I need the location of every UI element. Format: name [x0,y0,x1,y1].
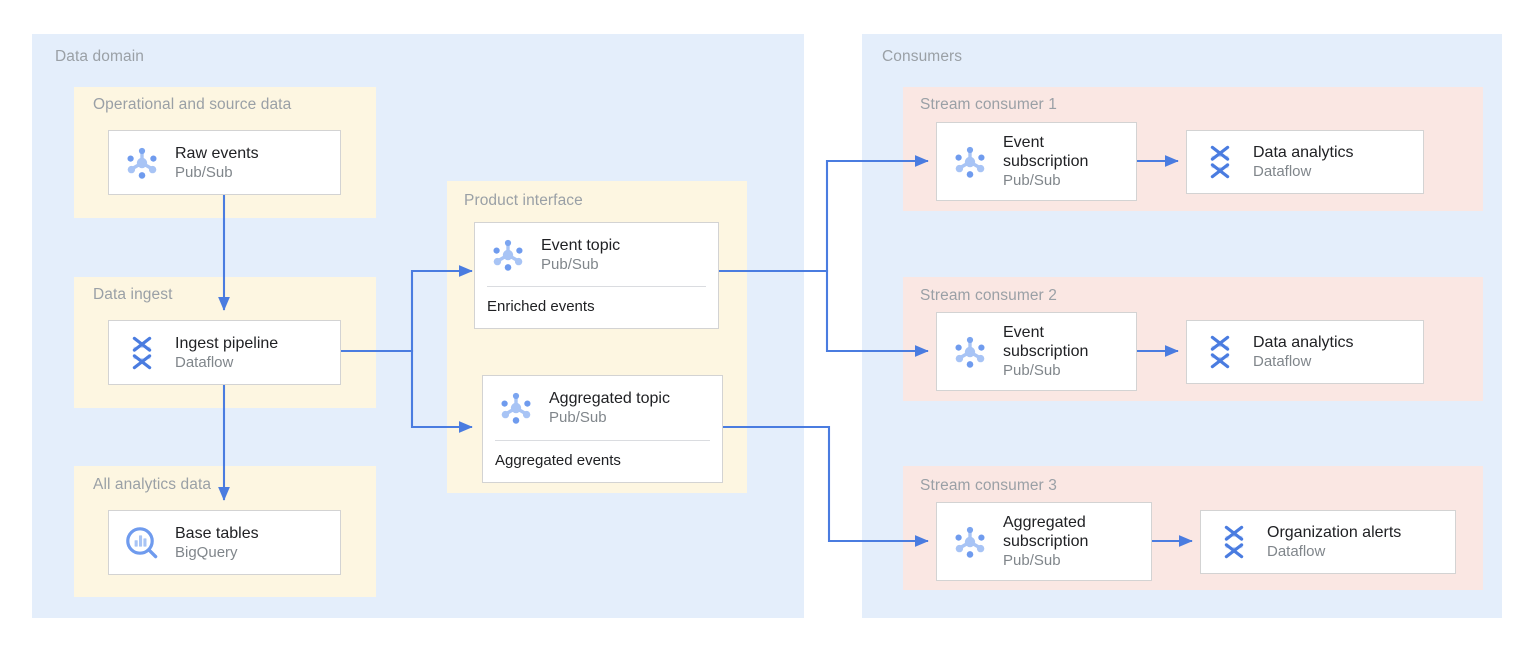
node-title: Raw events [175,144,259,162]
pubsub-icon [121,142,163,184]
node-subtitle: Pub/Sub [1003,172,1061,189]
node-subtitle: Pub/Sub [1003,362,1061,379]
zone-operational-and-source-data-label: Operational and source data [93,96,292,113]
zone-all-analytics-data-label: All analytics data [93,476,212,493]
node-title: Event subscription [1003,324,1089,360]
pubsub-icon [949,521,991,563]
node-organization-alerts[interactable]: Organization alerts Dataflow [1200,510,1456,574]
node-raw-events[interactable]: Raw events Pub/Sub [108,130,341,195]
node-subtitle: Pub/Sub [175,163,233,181]
node-aggregated-subscription-3[interactable]: Aggregated subscription Pub/Sub [936,502,1152,581]
node-event-topic[interactable]: Event topic Pub/Sub Enriched events [474,222,719,329]
node-aggregated-topic[interactable]: Aggregated topic Pub/Sub Aggregated even… [482,375,723,483]
dataflow-icon [1199,331,1241,373]
node-event-subscription-2[interactable]: Event subscription Pub/Sub [936,312,1137,391]
node-title: Ingest pipeline [175,334,279,352]
node-subtitle: Dataflow [1267,543,1326,560]
node-base-tables[interactable]: Base tables BigQuery [108,510,341,575]
dataflow-icon [121,332,163,374]
node-subtitle: Pub/Sub [549,409,607,426]
node-ingest-pipeline[interactable]: Ingest pipeline Dataflow [108,320,341,385]
node-subtitle: Dataflow [1253,353,1312,370]
node-footer: Aggregated events [495,451,621,469]
node-subtitle: Dataflow [1253,163,1312,180]
pubsub-icon [487,234,529,276]
zone-data-ingest-label: Data ingest [93,286,173,303]
bigquery-icon [121,522,163,564]
node-title: Organization alerts [1267,524,1402,541]
zone-consumers-label: Consumers [882,48,963,65]
dataflow-icon [1199,141,1241,183]
pubsub-icon [495,387,537,429]
zone-stream-consumer-3-label: Stream consumer 3 [920,477,1057,494]
card-divider [487,286,706,287]
node-title: Event topic [541,236,621,254]
node-data-analytics-2[interactable]: Data analytics Dataflow [1186,320,1424,384]
node-title: Event subscription [1003,134,1089,170]
node-data-analytics-1[interactable]: Data analytics Dataflow [1186,130,1424,194]
zone-product-interface-label: Product interface [464,192,583,209]
zone-stream-consumer-2-label: Stream consumer 2 [920,287,1057,304]
node-title: Base tables [175,524,259,542]
node-title: Data analytics [1253,144,1354,161]
node-title: Aggregated subscription [1003,514,1089,550]
node-event-subscription-1[interactable]: Event subscription Pub/Sub [936,122,1137,201]
node-footer: Enriched events [487,297,595,315]
node-title: Aggregated topic [549,390,670,407]
zone-data-domain-label: Data domain [55,48,144,65]
card-divider [495,440,710,441]
node-subtitle: Dataflow [175,353,234,371]
pubsub-icon [949,141,991,183]
node-subtitle: Pub/Sub [541,255,599,273]
pubsub-icon [949,331,991,373]
node-title: Data analytics [1253,334,1354,351]
node-subtitle: BigQuery [175,543,238,561]
node-subtitle: Pub/Sub [1003,552,1061,569]
zone-stream-consumer-1-label: Stream consumer 1 [920,96,1057,113]
dataflow-icon [1213,521,1255,563]
